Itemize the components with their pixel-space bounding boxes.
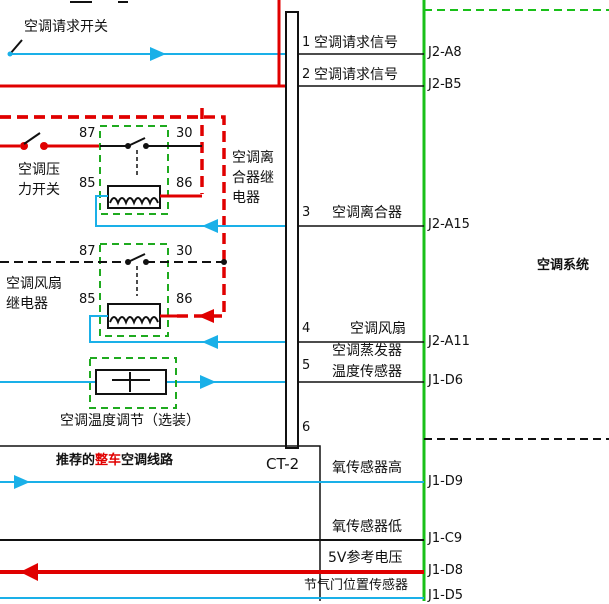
label-ac-pressure-switch-1: 空调压 bbox=[18, 162, 60, 178]
switch-blade bbox=[9, 39, 23, 55]
relay-pin-bot-30: 30 bbox=[176, 244, 193, 259]
switch-blade bbox=[23, 132, 41, 145]
relay-pin-bot-85: 85 bbox=[79, 292, 96, 307]
ecu-pin-1: J2-A8 bbox=[428, 45, 462, 60]
relay-pin-bot-86: 86 bbox=[176, 292, 193, 307]
connector-num-4: 4 bbox=[302, 321, 311, 336]
connector-signal-1: 空调请求信号 bbox=[314, 35, 398, 51]
ecu-pin-5: J1-D6 bbox=[428, 373, 464, 388]
label-connector-name: CT-2 bbox=[266, 455, 300, 473]
label-fan-relay-1: 空调风扇 bbox=[6, 276, 62, 292]
ecu-pin-2: J2-B5 bbox=[428, 77, 462, 92]
arrow-left bbox=[202, 335, 218, 349]
temp-adjust-box bbox=[89, 357, 177, 409]
connector-ct2-bar bbox=[285, 11, 299, 449]
connector-num-1: 1 bbox=[302, 35, 311, 50]
relay-coil-winding bbox=[109, 197, 159, 206]
connector-num-3: 3 bbox=[302, 205, 311, 220]
connector-signal-5b: 温度传感器 bbox=[332, 364, 402, 380]
label-ac-system: 空调系统 bbox=[537, 258, 590, 273]
relay-contact-blade bbox=[127, 253, 146, 263]
arrow-right bbox=[14, 475, 30, 489]
arrow-left bbox=[198, 309, 214, 323]
connector-signal-3: 空调离合器 bbox=[332, 205, 402, 221]
connector-num-2: 2 bbox=[302, 67, 311, 82]
fan-relay-box bbox=[99, 243, 169, 337]
ecu-pin-tps: J1-D5 bbox=[428, 588, 464, 603]
label-clutch-relay-1: 空调离 bbox=[232, 150, 274, 166]
label-fan-relay-2: 继电器 bbox=[6, 296, 48, 312]
relay-pin-top-85: 85 bbox=[79, 176, 96, 191]
relay-pin-top-86: 86 bbox=[176, 176, 193, 191]
wire-relay-85 bbox=[95, 195, 289, 227]
connector-num-6: 6 bbox=[302, 420, 311, 435]
ecu-signal-5v-ref: 5V参考电压 bbox=[328, 550, 403, 566]
relay-pivot bbox=[125, 259, 131, 265]
relay-node bbox=[221, 259, 227, 265]
connector-signal-5a: 空调蒸发器 bbox=[332, 343, 402, 359]
ecu-pin-4: J2-A11 bbox=[428, 334, 470, 349]
connector-signal-4: 空调风扇 bbox=[350, 321, 406, 337]
label-recommended-p3: 空调线路 bbox=[121, 453, 174, 468]
ecu-pin-5v-ref: J1-D8 bbox=[428, 563, 464, 578]
wire-fan-85 bbox=[89, 315, 289, 343]
ecu-pin-3: J2-A15 bbox=[428, 217, 470, 232]
label-ac-request-switch: 空调请求开关 bbox=[24, 19, 108, 35]
label-clutch-relay-2: 合器继 bbox=[232, 170, 274, 186]
connector-num-5: 5 bbox=[302, 358, 311, 373]
clutch-relay-box bbox=[99, 125, 169, 215]
arrow-left bbox=[20, 563, 38, 581]
relay-pin-bot-87: 87 bbox=[79, 244, 96, 259]
label-recommended-p1: 推荐的 bbox=[56, 453, 96, 468]
ecu-signal-o2-low: 氧传感器低 bbox=[332, 519, 402, 535]
label-clutch-relay-3: 电器 bbox=[232, 190, 260, 206]
ecu-signal-tps: 节气门位置传感器 bbox=[304, 578, 409, 593]
relay-coil-winding bbox=[109, 316, 159, 325]
ecu-pin-o2-low: J1-C9 bbox=[428, 531, 463, 546]
wire-connector-6 bbox=[0, 445, 321, 601]
arrow-right bbox=[200, 375, 216, 389]
ecu-signal-o2-high: 氧传感器高 bbox=[332, 460, 402, 476]
ecu-pin-o2-high: J1-D9 bbox=[428, 474, 464, 489]
relay-pin-top-30: 30 bbox=[176, 126, 193, 141]
switch-contact bbox=[20, 142, 28, 150]
connector-signal-2: 空调请求信号 bbox=[314, 67, 398, 83]
label-recommended-p2: 整车 bbox=[95, 453, 122, 468]
relay-pin-top-87: 87 bbox=[79, 126, 96, 141]
label-temp-adjust: 空调温度调节（选装） bbox=[60, 413, 200, 429]
label-recommended-circuit: 推荐的整车空调线路 bbox=[56, 453, 173, 469]
arrow-right bbox=[150, 47, 166, 61]
arrow-left bbox=[202, 219, 218, 233]
relay-pivot bbox=[125, 143, 131, 149]
relay-contact-blade bbox=[127, 137, 146, 147]
label-ac-pressure-switch-2: 力开关 bbox=[18, 182, 60, 198]
